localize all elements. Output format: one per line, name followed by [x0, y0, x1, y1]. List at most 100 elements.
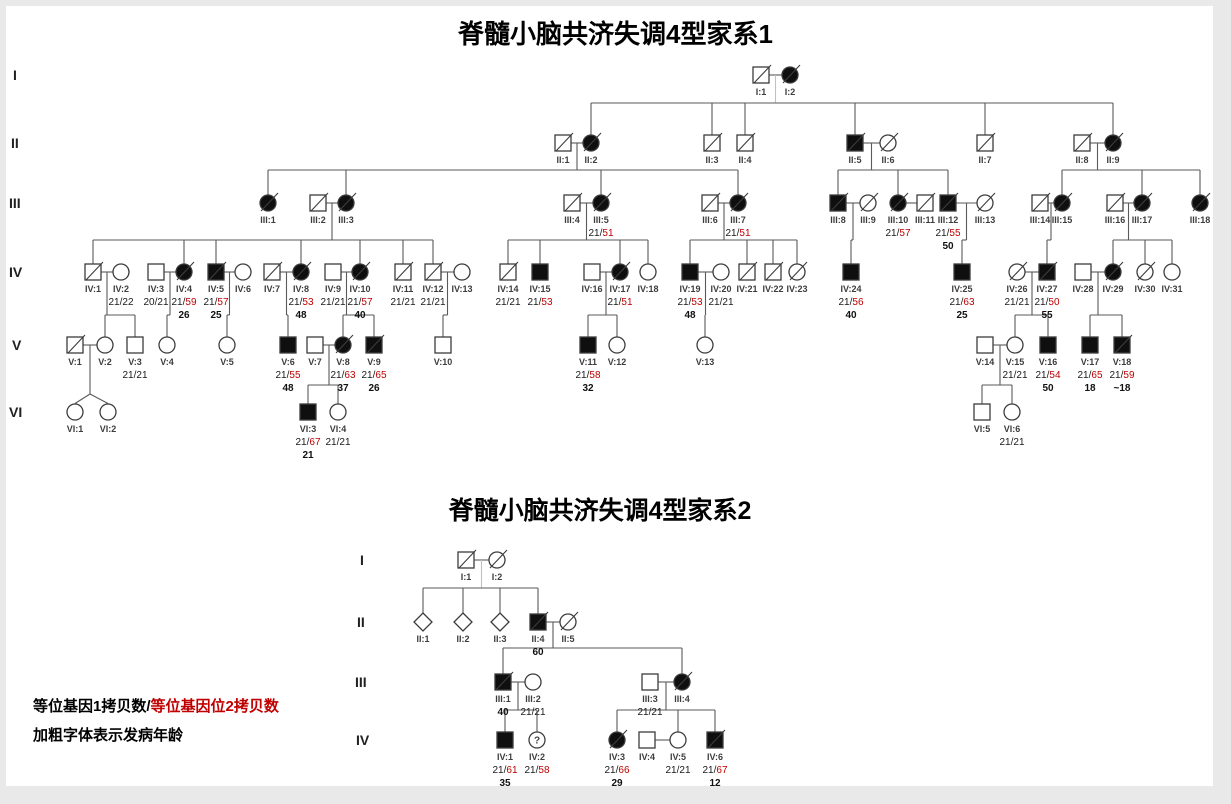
individual-II:4: II:4	[736, 132, 756, 165]
individual-II:2: II:2	[453, 612, 473, 644]
svg-text:III:2: III:2	[525, 694, 541, 704]
deceased-slash	[425, 261, 444, 281]
svg-text:48: 48	[684, 310, 696, 321]
deceased-slash	[1039, 261, 1058, 281]
genotype-IV:6: 21/67	[702, 765, 727, 776]
genotype-IV:2: 21/22	[108, 297, 133, 308]
family2-title: 脊髓小脑共济失调4型家系2	[448, 497, 752, 525]
individual-III:15: III:15	[1052, 192, 1073, 225]
individual-IV:21: IV:21	[736, 261, 758, 294]
svg-text:III:1: III:1	[495, 694, 511, 704]
deceased-slash	[338, 192, 357, 212]
onset-age-V:9: 26	[368, 383, 380, 394]
individual-I:1: I:1	[752, 64, 772, 97]
svg-text:IV:4: IV:4	[639, 752, 655, 762]
onset-age-V:17: 18	[1084, 383, 1096, 394]
svg-text:IV:21: IV:21	[736, 284, 757, 294]
genotype-III:12: 21/55	[935, 228, 960, 239]
genotype-III:7: 21/51	[725, 228, 750, 239]
deceased-slash	[753, 64, 772, 84]
generation-label-III: III	[355, 674, 367, 690]
genotype-IV:12: 21/21	[420, 297, 445, 308]
deceased-slash	[352, 261, 371, 281]
svg-text:IV:8: IV:8	[293, 284, 309, 294]
onset-age-IV:8: 48	[295, 310, 307, 321]
individual-IV:22: IV:22	[762, 261, 784, 294]
genotype-V:11: 21/58	[575, 370, 600, 381]
deceased-slash	[977, 132, 996, 152]
deceased-slash	[1134, 192, 1153, 212]
svg-text:IV:19: IV:19	[679, 284, 700, 294]
individual-III:16: III:16	[1105, 192, 1126, 225]
individual-III:3: III:321/21	[637, 673, 663, 718]
svg-text:V:3: V:3	[128, 357, 142, 367]
deceased-slash	[847, 132, 866, 152]
individual-IV:13: IV:13	[451, 263, 473, 294]
svg-text:12: 12	[709, 778, 721, 789]
deceased-slash	[890, 192, 909, 212]
individual-IV:3: IV:320/21	[143, 263, 169, 308]
individual-V:14: V:14	[976, 336, 994, 367]
genotype-IV:3: 20/21	[143, 297, 168, 308]
individual-IV:16: IV:16	[581, 263, 603, 294]
deceased-slash	[765, 261, 784, 281]
svg-text:V:4: V:4	[160, 357, 174, 367]
svg-text:V:15: V:15	[1006, 357, 1025, 367]
svg-text:IV:6: IV:6	[235, 284, 251, 294]
svg-text:III:9: III:9	[860, 215, 876, 225]
svg-text:50: 50	[1042, 383, 1054, 394]
individual-IV:31: IV:31	[1161, 263, 1183, 294]
deceased-slash	[264, 261, 283, 281]
svg-text:48: 48	[295, 310, 307, 321]
genotype-IV:15: 21/53	[527, 297, 552, 308]
onset-age-IV:6: 12	[709, 778, 721, 789]
individual-IV:28: IV:28	[1072, 263, 1094, 294]
individual-IV:30: IV:30	[1134, 261, 1156, 294]
svg-text:II:5: II:5	[848, 155, 861, 165]
generation-label-I: I	[13, 67, 17, 83]
deceased-slash	[489, 549, 508, 569]
svg-text:18: 18	[1084, 383, 1096, 394]
individual-III:9: III:9	[859, 192, 879, 225]
genotype-IV:5: 21/21	[665, 765, 690, 776]
svg-text:IV:31: IV:31	[1161, 284, 1182, 294]
svg-text:II:4: II:4	[738, 155, 751, 165]
deceased-slash	[737, 132, 756, 152]
generation-label-II: II	[11, 135, 19, 151]
generation-label-IV: IV	[9, 264, 23, 280]
genotype-VI:3: 21/67	[295, 437, 320, 448]
individual-II:3: II:3	[490, 612, 510, 644]
deceased-slash	[1192, 192, 1211, 212]
individual-V:4: V:4	[158, 336, 176, 367]
svg-text:IV:24: IV:24	[840, 284, 861, 294]
svg-text:IV:11: IV:11	[393, 284, 414, 294]
individual-V:7: V:7	[306, 336, 324, 367]
onset-age-V:16: 50	[1042, 383, 1054, 394]
svg-text:IV:18: IV:18	[637, 284, 658, 294]
individual-IV:2: ?IV:221/58	[524, 731, 550, 776]
relationship-lines	[422, 559, 716, 741]
onset-age-IV:24: 40	[845, 310, 857, 321]
svg-text:III:7: III:7	[730, 215, 746, 225]
genotype-IV:5: 21/57	[203, 297, 228, 308]
svg-text:III:8: III:8	[830, 215, 846, 225]
svg-text:V:9: V:9	[367, 357, 381, 367]
svg-text:I: I	[13, 67, 17, 83]
onset-age-IV:25: 25	[956, 310, 968, 321]
svg-text:I:2: I:2	[785, 87, 796, 97]
deceased-slash	[940, 192, 959, 212]
svg-text:III:4: III:4	[564, 215, 580, 225]
genotype-IV:10: 21/57	[347, 297, 372, 308]
genotype-V:16: 21/54	[1035, 370, 1060, 381]
svg-text:V:8: V:8	[336, 357, 350, 367]
